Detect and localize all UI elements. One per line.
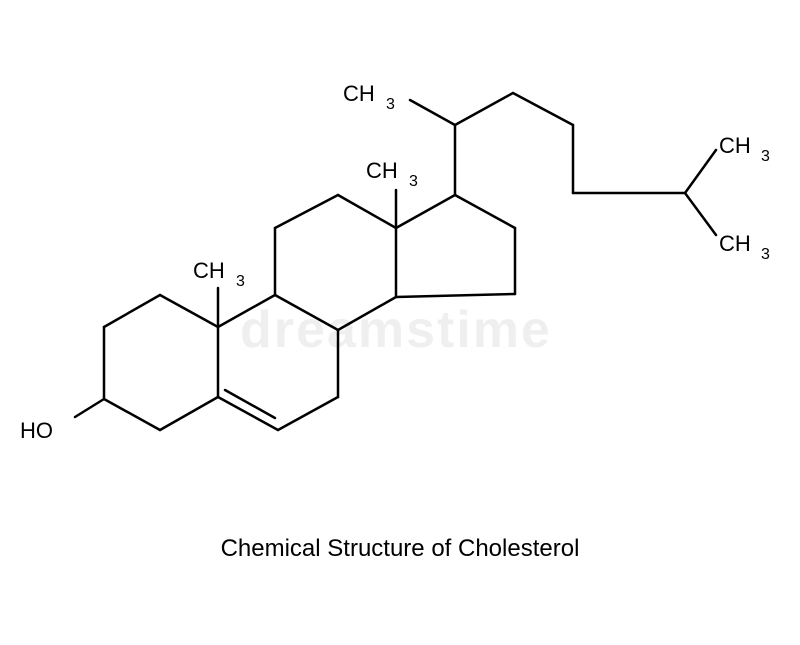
- bond: [683, 191, 718, 237]
- methyl-ch: CH: [719, 133, 751, 158]
- bond: [453, 91, 515, 127]
- bond: [511, 91, 575, 127]
- methyl-subscript: 3: [761, 246, 770, 263]
- methyl-ch: CH: [193, 258, 225, 283]
- methyl-ch: CH: [366, 158, 398, 183]
- bond: [683, 148, 718, 195]
- bond: [453, 193, 517, 230]
- bond: [336, 295, 398, 332]
- bond: [394, 193, 457, 230]
- bond: [216, 395, 280, 432]
- methyl-subscript: 3: [386, 96, 395, 113]
- double-bond: [223, 388, 277, 420]
- bond: [102, 293, 162, 329]
- bond: [273, 193, 340, 230]
- bond: [408, 98, 457, 127]
- bond: [158, 293, 220, 329]
- methyl-label-terminal-lower: CH 3: [719, 231, 770, 263]
- bond: [336, 193, 398, 230]
- methyl-ch: CH: [343, 81, 375, 106]
- bond: [73, 397, 106, 419]
- bond: [216, 293, 277, 329]
- bond: [102, 397, 162, 432]
- bond: [273, 293, 340, 332]
- watermark: dreamstime: [240, 301, 552, 359]
- methyl-label-ring-a: CH 3: [193, 258, 245, 290]
- bond: [276, 395, 340, 432]
- methyl-subscript: 3: [761, 148, 770, 165]
- methyl-subscript: 3: [409, 173, 418, 190]
- methyl-label-side-chain: CH 3: [343, 81, 395, 113]
- bond-lines: [73, 91, 718, 432]
- hydroxyl-label: HO: [20, 418, 53, 443]
- methyl-subscript: 3: [236, 273, 245, 290]
- figure-caption: Chemical Structure of Cholesterol: [220, 535, 580, 562]
- bond: [394, 292, 517, 299]
- bond: [158, 395, 220, 432]
- methyl-label-ring-c: CH 3: [366, 158, 418, 190]
- methyl-ch: CH: [719, 231, 751, 256]
- methyl-label-terminal-upper: CH 3: [719, 133, 770, 165]
